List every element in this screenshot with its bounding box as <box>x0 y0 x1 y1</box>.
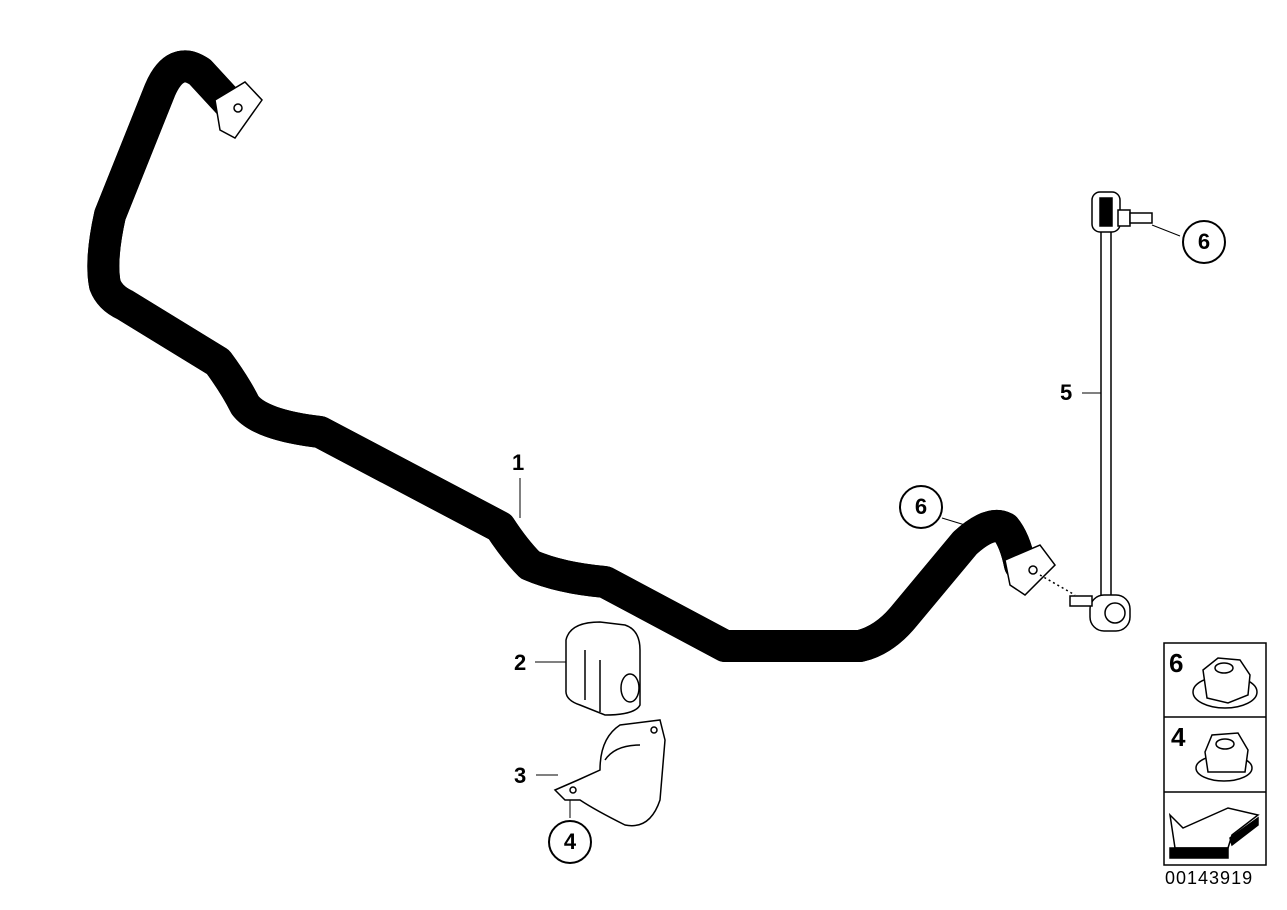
legend-number-4: 4 <box>1171 722 1186 752</box>
callout-4[interactable]: 4 <box>548 820 592 864</box>
bar-end-left <box>214 81 263 139</box>
arrow-icon <box>1168 807 1260 859</box>
rubber-mounting[interactable] <box>565 621 641 716</box>
callout-2[interactable]: 2 <box>514 650 527 675</box>
diagram-part-number: 00143919 <box>1165 868 1254 888</box>
legend-number-6: 6 <box>1169 648 1184 678</box>
callout-1[interactable]: 1 <box>512 450 525 475</box>
collar-nut-icon <box>1192 657 1258 709</box>
bracket[interactable] <box>553 719 666 827</box>
callout-3[interactable]: 3 <box>514 763 527 788</box>
callout-5[interactable]: 5 <box>1060 380 1073 405</box>
leader-lines <box>519 224 1181 818</box>
bar-end-right <box>1004 544 1076 596</box>
callout-6-bar[interactable]: 6 <box>899 485 943 529</box>
callout-6-link[interactable]: 6 <box>1182 220 1226 264</box>
link-rod[interactable] <box>1069 191 1153 632</box>
self-locking-hex-nut-icon <box>1195 732 1253 782</box>
stabilizer-bar[interactable] <box>103 66 1020 662</box>
